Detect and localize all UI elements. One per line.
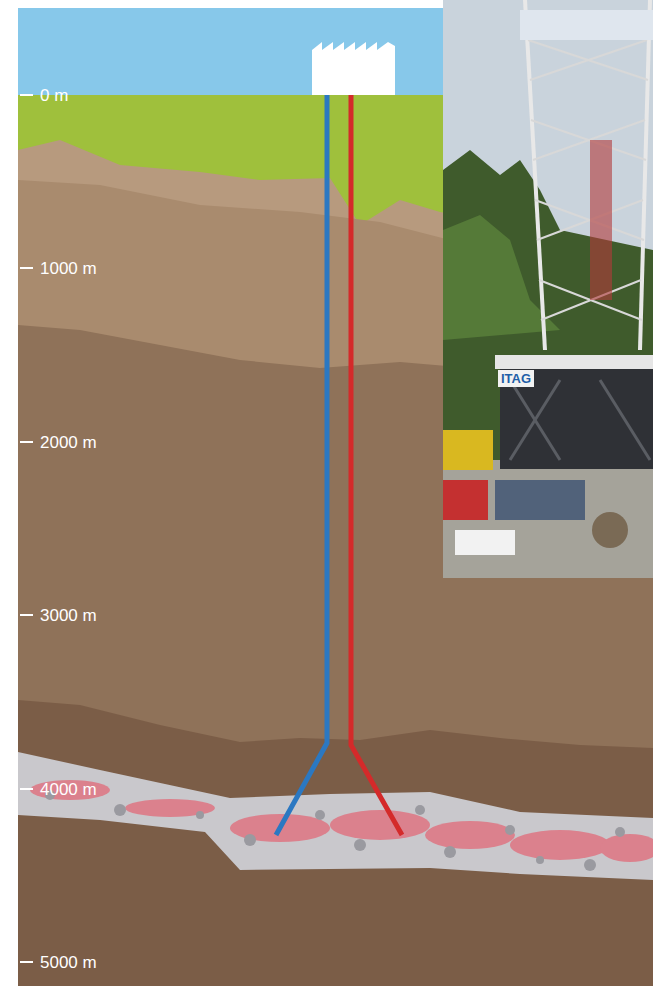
depth-label: 1000 m: [40, 260, 97, 277]
reservoir-band: [18, 752, 653, 880]
rock-layer: [18, 325, 653, 986]
production-well: [351, 95, 402, 835]
drilling-rig-photo: [443, 0, 653, 578]
depth-label: 5000 m: [40, 954, 97, 971]
depth-label: 2000 m: [40, 434, 97, 451]
depth-label: 0 m: [40, 87, 68, 104]
hot-water-pattern: [30, 780, 653, 862]
depth-label: 4000 m: [40, 781, 97, 798]
depth-ticks: [20, 95, 33, 962]
rig-sign-text: ITAG: [498, 370, 534, 387]
rock-grains: [45, 790, 625, 871]
power-plant: [312, 42, 395, 95]
depth-label: 3000 m: [40, 607, 97, 624]
topsoil-layer: [18, 95, 653, 986]
rock-layer: [18, 700, 653, 986]
injection-well: [276, 95, 327, 835]
rock-layer: [18, 140, 653, 986]
